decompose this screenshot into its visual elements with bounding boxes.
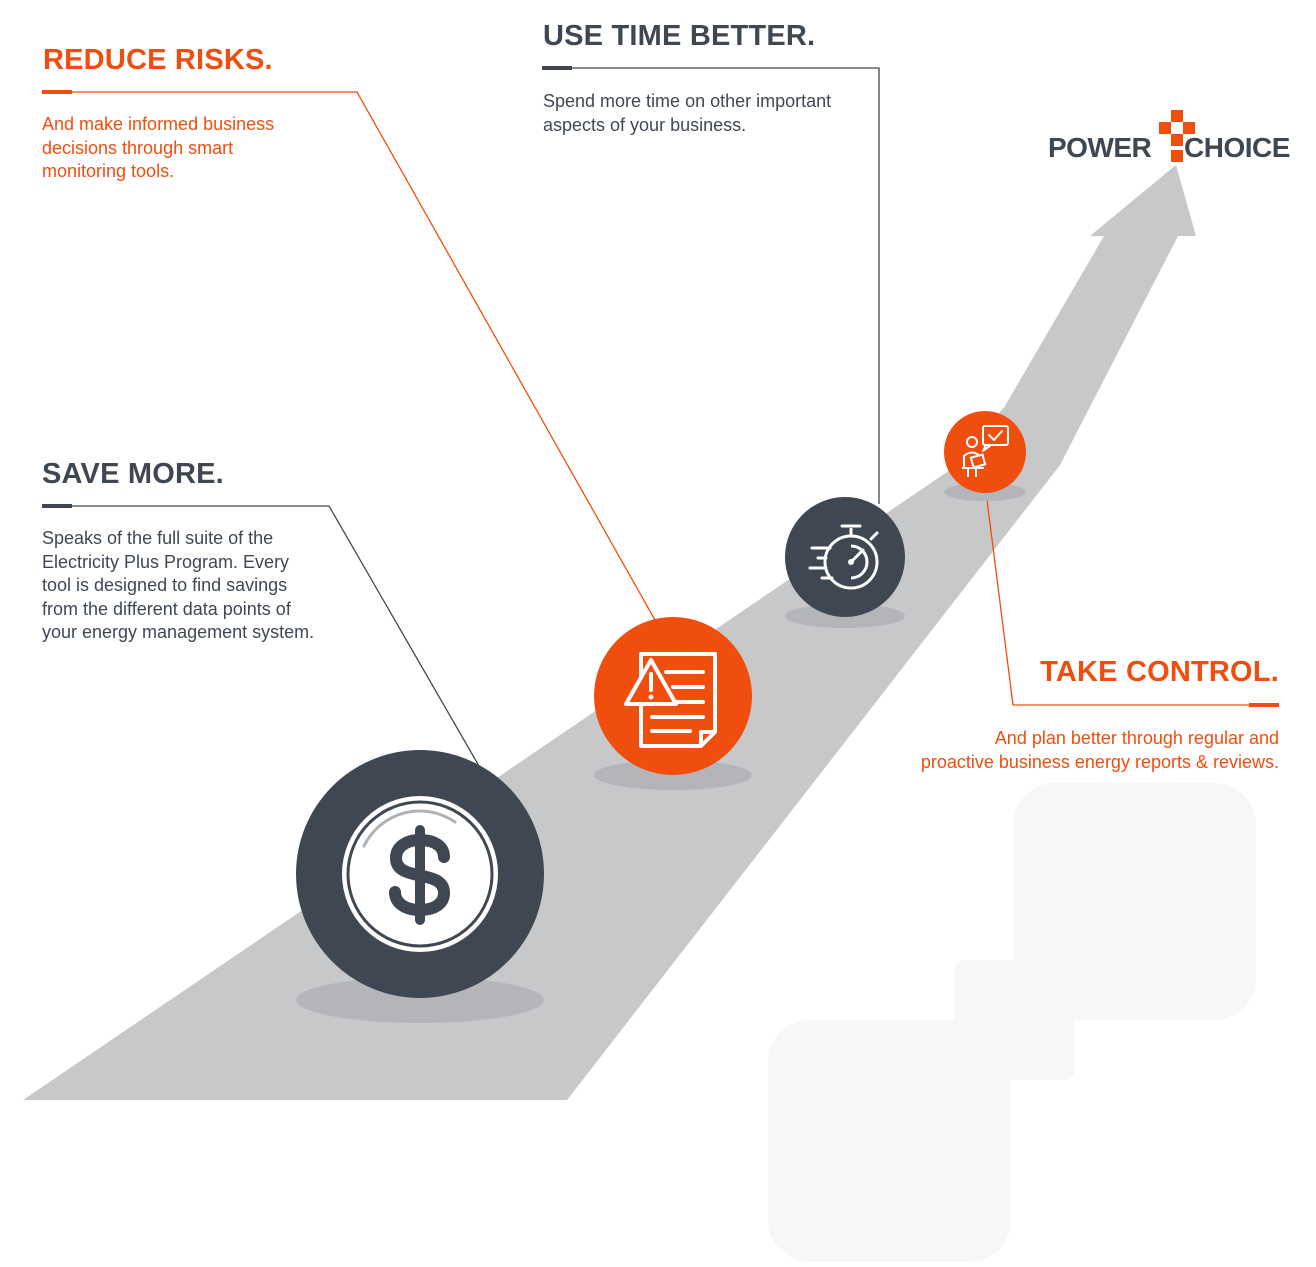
take-control-description: And plan better through regular and proa… xyxy=(920,728,1279,772)
connector-save-more xyxy=(42,505,480,767)
logo-word-choice: CHOICE xyxy=(1184,132,1290,163)
save-more-title: SAVE MORE. xyxy=(42,458,224,490)
power-choice-logo: POWER CHOICE xyxy=(1048,108,1298,168)
use-time-better-description: Spend more time on other important aspec… xyxy=(543,91,832,135)
connector-use-time-better xyxy=(542,67,880,504)
take-control-title: TAKE CONTROL. xyxy=(1040,656,1279,688)
document-warning-icon xyxy=(594,617,752,775)
growth-road xyxy=(23,165,1196,1100)
save-more-description: Speaks of the full suite of the Electric… xyxy=(42,528,315,642)
person-report-check-icon xyxy=(944,411,1026,493)
use-time-better-title: USE TIME BETTER. xyxy=(543,20,816,52)
stopwatch-icon xyxy=(785,497,905,617)
connector-take-control xyxy=(985,491,1279,706)
connector-reduce-risks xyxy=(42,91,656,621)
plus-logo-icon xyxy=(1159,110,1195,162)
shadow-dollar xyxy=(296,977,544,1023)
reduce-risks-title: REDUCE RISKS. xyxy=(43,44,273,76)
logo-word-power: POWER xyxy=(1048,132,1152,163)
plus-watermark xyxy=(768,783,1256,1262)
reduce-risks-description: And make informed business decisions thr… xyxy=(42,114,275,181)
dollar-coin-icon xyxy=(296,750,544,998)
